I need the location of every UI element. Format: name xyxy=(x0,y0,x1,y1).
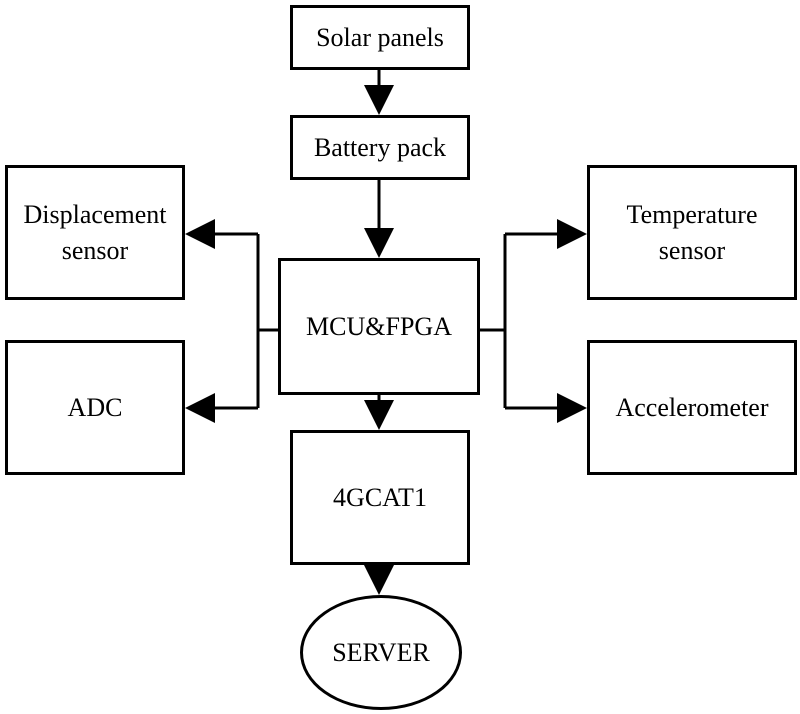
4gcat1-box: 4GCAT1 xyxy=(290,430,470,565)
mcu-fpga-box: MCU&FPGA xyxy=(278,258,480,395)
server-ellipse: SERVER xyxy=(300,595,462,710)
accelerometer-label: Accelerometer xyxy=(615,392,769,422)
accelerometer-box: Accelerometer xyxy=(587,340,797,475)
displacement-sensor-label: Displacement sensor xyxy=(24,197,167,269)
battery-pack-box: Battery pack xyxy=(290,115,470,180)
server-label: SERVER xyxy=(332,637,430,667)
solar-panels-box: Solar panels xyxy=(290,5,470,70)
adc-box: ADC xyxy=(5,340,185,475)
mcu-fpga-label: MCU&FPGA xyxy=(306,311,452,341)
4gcat1-label: 4GCAT1 xyxy=(333,482,427,512)
adc-label: ADC xyxy=(67,392,123,422)
temperature-sensor-line-2: sensor xyxy=(658,235,726,265)
solar-panels-label: Solar panels xyxy=(316,22,444,52)
temperature-sensor-label: Temperature sensor xyxy=(627,197,758,269)
displacement-sensor-line-1: Displacement xyxy=(23,199,167,229)
displacement-sensor-box: Displacement sensor xyxy=(5,165,185,300)
battery-pack-label: Battery pack xyxy=(313,132,447,162)
displacement-sensor-line-2: sensor xyxy=(61,235,129,265)
temperature-sensor-line-1: Temperature xyxy=(626,199,758,229)
temperature-sensor-box: Temperature sensor xyxy=(587,165,797,300)
